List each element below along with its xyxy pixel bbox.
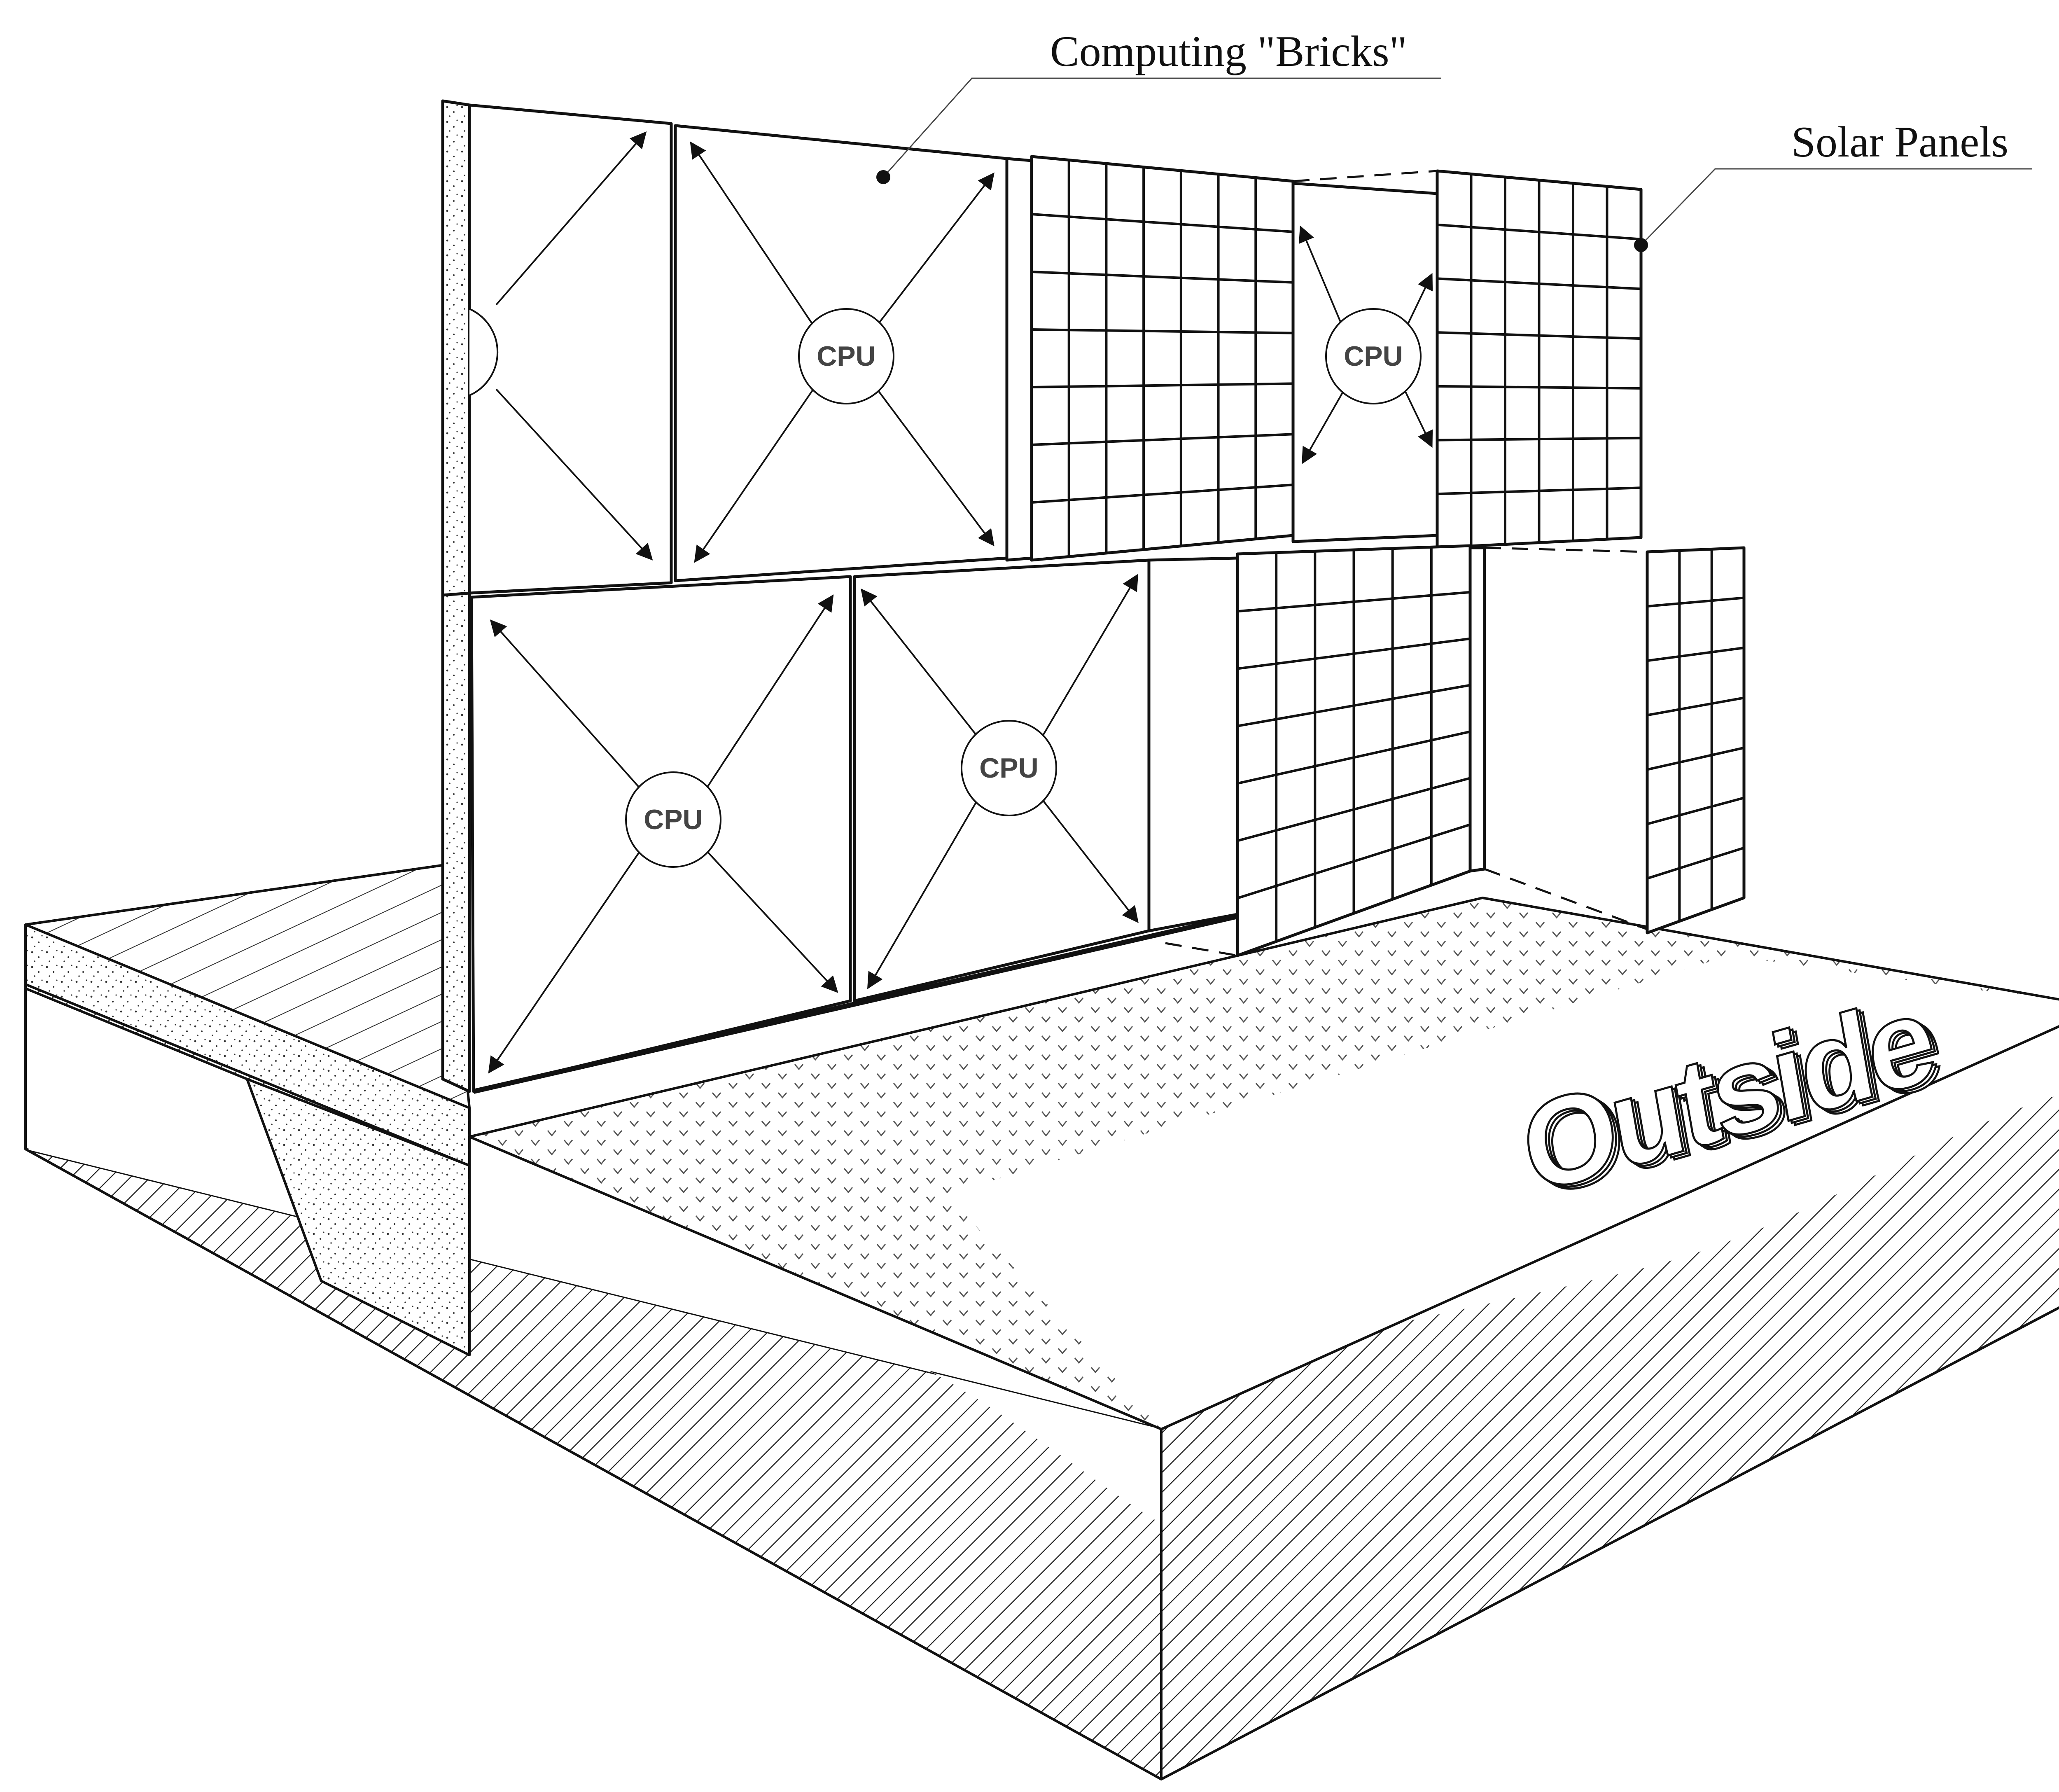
solar-grid-line	[1237, 684, 1471, 727]
solar-grid-line	[1031, 213, 1293, 233]
cpu-arrows	[488, 131, 1433, 1074]
solar-grid-line	[1647, 797, 1744, 825]
cpu-label: CPU	[817, 341, 876, 372]
solar-grid-line	[1437, 486, 1641, 495]
solar-grid-upper-left	[1031, 160, 1293, 557]
solar-grid-line	[1647, 696, 1744, 717]
cpu-label: CPU	[1344, 341, 1403, 372]
solar-grid-line	[1031, 328, 1293, 334]
cpu-units: CPU CPU CPU CPU	[469, 308, 1422, 868]
solar-grid-lower-right	[1647, 549, 1744, 921]
callout-solar-panels: Solar Panels	[1634, 118, 2032, 252]
solar-grid-line	[1031, 433, 1293, 446]
cpu-upper-middle: CPU	[798, 308, 894, 404]
cpu-label: CPU	[979, 752, 1039, 784]
cpu-lower-middle: CPU	[961, 720, 1057, 816]
solar-grid-line	[1237, 730, 1471, 785]
solar-grid-line	[1031, 382, 1293, 388]
solar-grid-line	[1437, 331, 1641, 340]
callout-computing-bricks: Computing "Bricks"	[876, 27, 1441, 184]
solar-grid-line	[1647, 846, 1744, 880]
solar-grid-line	[1237, 637, 1471, 670]
cpu-lower-left: CPU	[625, 771, 721, 868]
solar-grid-line	[1031, 271, 1293, 284]
wall-end-face	[441, 99, 471, 1093]
solar-grid-line	[1647, 596, 1744, 608]
ground-slab	[24, 864, 2059, 1780]
brick-upper-left	[468, 103, 673, 595]
solar-grid-lower-middle	[1237, 547, 1471, 942]
solar-grid-line	[1237, 823, 1471, 900]
solar-grid-line	[1437, 385, 1641, 390]
solar-grid-upper-right	[1437, 174, 1641, 546]
solar-grid-line	[1437, 223, 1641, 241]
cpu-label: CPU	[644, 804, 703, 835]
solar-grid-line	[1031, 484, 1293, 504]
solar-grid-line	[1237, 777, 1471, 842]
solar-grids	[1031, 160, 1744, 942]
solar-grid-line	[1237, 591, 1471, 613]
cpu-upper-right: CPU	[1325, 308, 1422, 404]
wall	[441, 99, 1746, 1094]
footing-trench	[246, 1078, 471, 1356]
solar-grid-line	[1437, 277, 1641, 290]
solar-grid-line	[1437, 437, 1641, 442]
solar-panels-label: Solar Panels	[1791, 118, 2008, 166]
solar-grid-line	[1647, 646, 1744, 662]
computing-bricks-label: Computing "Bricks"	[1050, 27, 1407, 75]
solar-grid-line	[1647, 746, 1744, 771]
